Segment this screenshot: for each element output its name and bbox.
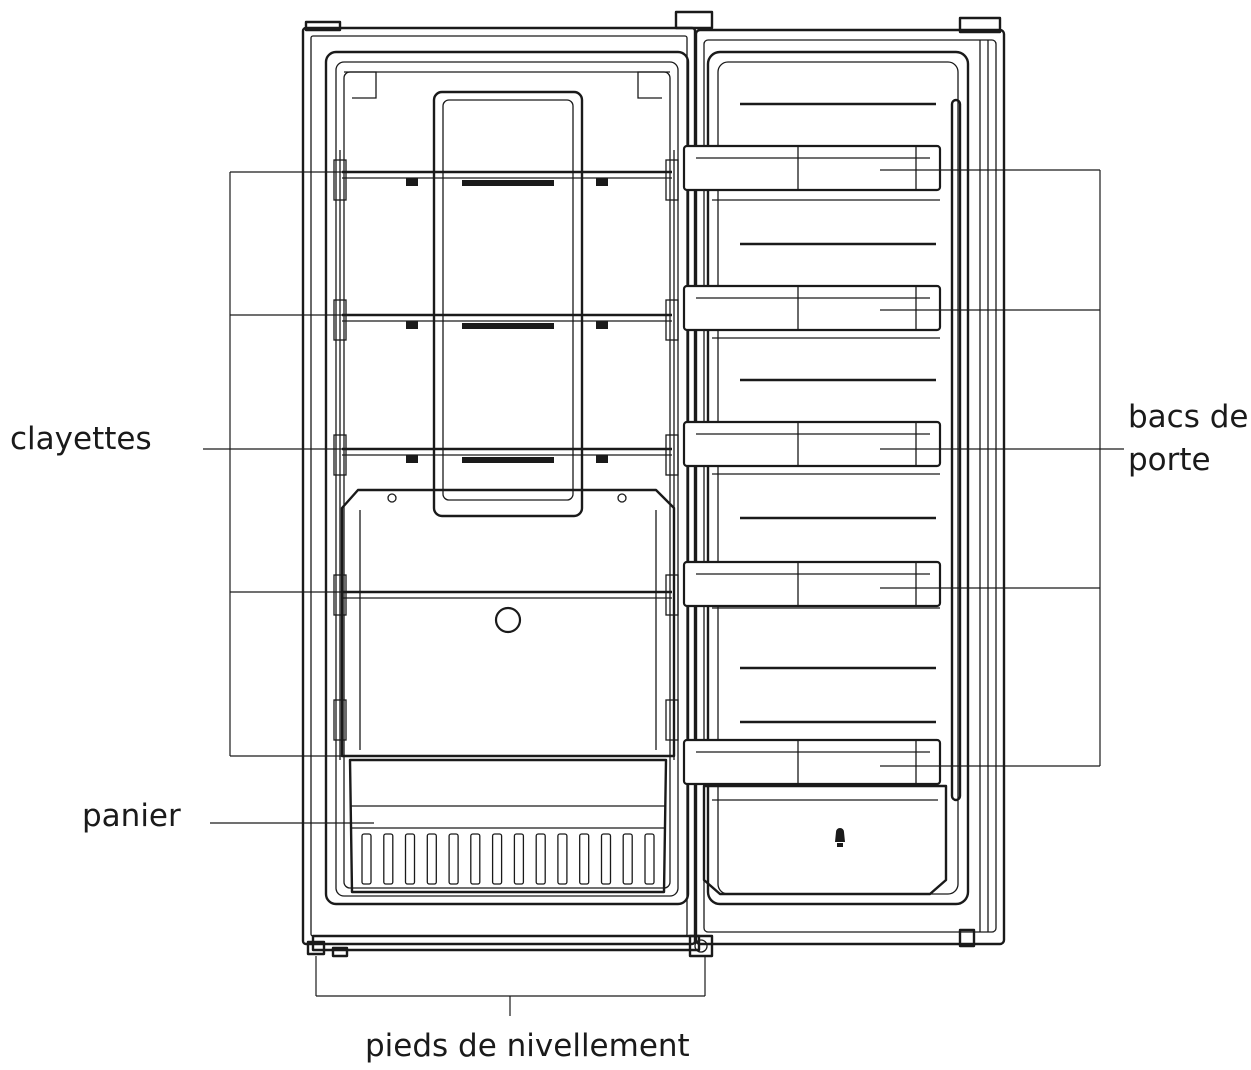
basket-slot — [579, 833, 590, 885]
door-bin — [682, 560, 942, 608]
basket-slot — [644, 833, 655, 885]
shelves — [342, 170, 672, 599]
door-bins-label-line1: bacs de — [1128, 399, 1249, 435]
door-bins-label-line2: porte — [1128, 442, 1211, 479]
lower-compartment — [340, 488, 676, 758]
door-liner-ribs — [712, 102, 940, 724]
shelf — [342, 590, 672, 599]
door-bin — [682, 420, 942, 468]
basket-slot — [470, 833, 481, 885]
basket-slot — [557, 833, 568, 885]
basket-slot — [622, 833, 633, 885]
basket-slot — [426, 833, 437, 885]
shelf — [342, 313, 672, 329]
basket-slot — [600, 833, 612, 885]
basket-slot — [448, 833, 459, 885]
basket-slots — [361, 833, 655, 885]
shelves-label: clayettes — [10, 421, 152, 457]
basket-slot — [535, 833, 546, 885]
door-bin — [682, 738, 942, 786]
door-bins-label: bacs de porte — [1128, 396, 1248, 483]
shelf — [342, 447, 672, 463]
basket-slot — [383, 833, 394, 885]
basket-slot — [404, 833, 416, 885]
basket-slot — [513, 833, 525, 885]
leveling-feet — [306, 934, 714, 958]
shelf — [342, 170, 672, 186]
door-bins — [682, 144, 942, 786]
door-bin — [682, 144, 942, 192]
door-bin — [682, 284, 942, 332]
light-icon — [494, 606, 522, 634]
basket — [348, 758, 668, 894]
cabinet — [301, 10, 714, 952]
leader-lines — [203, 169, 1124, 1016]
door — [682, 16, 1006, 948]
basket-label: panier — [82, 798, 181, 834]
basket-slot — [491, 833, 503, 885]
leveling-feet-label: pieds de nivellement — [365, 1028, 690, 1064]
basket-slot — [361, 833, 372, 885]
door-bottom-bin — [702, 784, 948, 896]
